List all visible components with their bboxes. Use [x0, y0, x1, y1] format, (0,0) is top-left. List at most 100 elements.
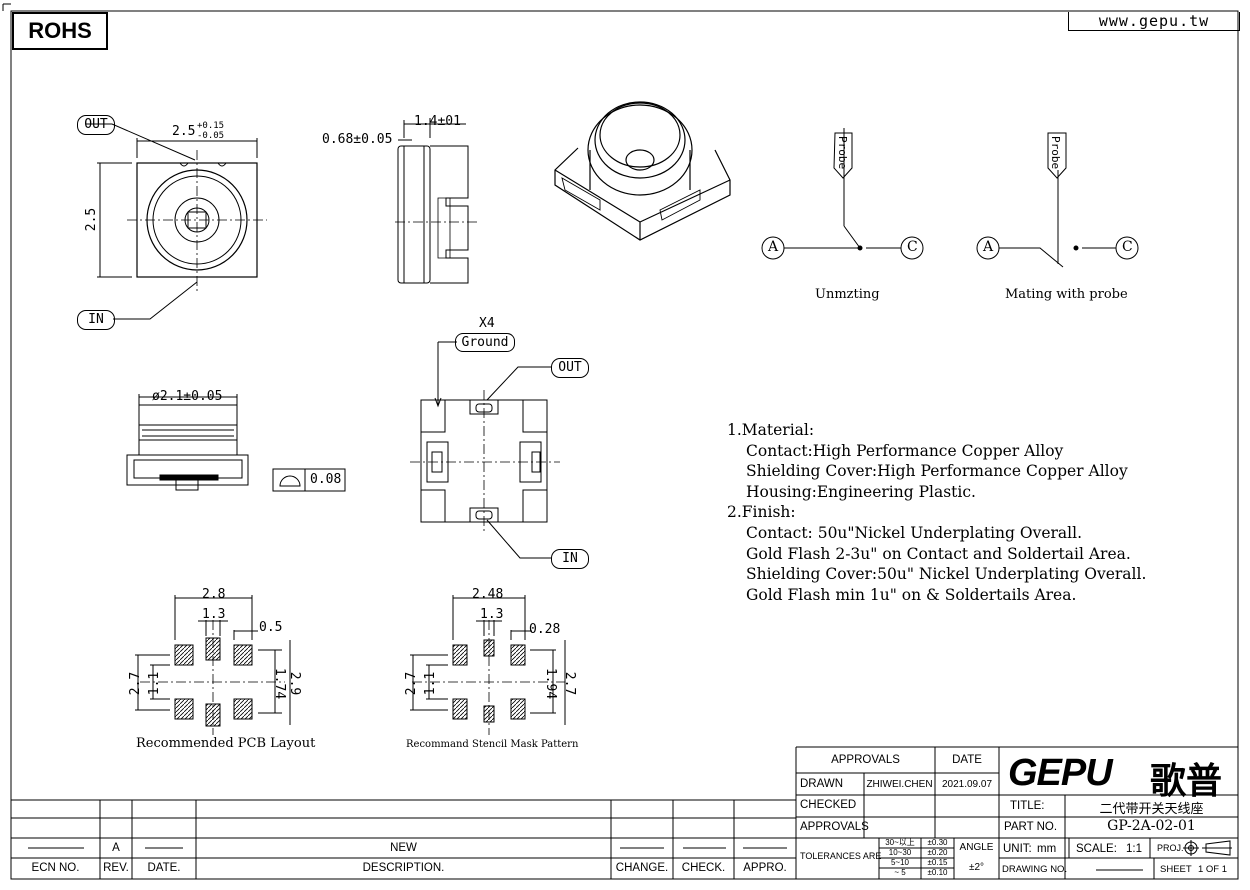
- sheet-label: SHEET: [1160, 864, 1192, 875]
- part-no-value: GP-2A-02-01: [1107, 818, 1196, 834]
- scale-label: SCALE:: [1076, 843, 1117, 855]
- unit-label: UNIT:: [1003, 843, 1032, 855]
- note-line: Contact: 50u"Nickel Underplating Overall…: [746, 523, 1083, 542]
- ground-callout: Ground: [455, 333, 515, 352]
- stencil-dim-2.7: 2.7: [404, 671, 420, 696]
- note-line: Contact:High Performance Copper Alloy: [746, 441, 1064, 460]
- note-line: 2.Finish:: [727, 503, 796, 522]
- ground-count: X4: [479, 316, 495, 331]
- ecn-header: ECN NO.: [31, 862, 80, 874]
- title-label: TITLE:: [1010, 800, 1045, 812]
- note-line: Gold Flash min 1u" on & Soldertails Area…: [746, 585, 1077, 604]
- note-line: Housing:Engineering Plastic.: [746, 482, 976, 501]
- pcb-dim-1.3: 1.3: [202, 607, 226, 622]
- terminal-a-2: A: [983, 239, 994, 255]
- company-logo: GEPU: [1008, 752, 1113, 794]
- iso-view: [554, 101, 731, 241]
- tol-value: ±0.10: [927, 868, 948, 877]
- drawn-by: ZHIWEI.CHEN: [866, 779, 933, 790]
- bottom-view: [410, 341, 560, 559]
- note-line: Shielding Cover:50u" Nickel Underplating…: [746, 565, 1147, 584]
- stencil-dim-1.1: 1.1: [423, 671, 439, 696]
- tol-range: ~ 5: [894, 868, 906, 877]
- unmating-caption: Unmzting: [815, 287, 880, 302]
- title-block-lines: [796, 746, 1238, 879]
- approvals-header: APPROVALS: [831, 754, 900, 766]
- terminal-c-2: C: [1122, 239, 1133, 255]
- part-no-label: PART NO.: [1004, 821, 1058, 833]
- checked-label: CHECKED: [800, 799, 857, 811]
- change-header: CHANGE.: [615, 862, 669, 874]
- tol-value: ±0.30: [927, 838, 948, 847]
- angle-value: ±2°: [968, 862, 985, 873]
- projection-symbol-icon: [1183, 840, 1232, 856]
- front-diameter-dim: ø2.1±0.05: [152, 389, 223, 404]
- title-value: 二代带开关天线座: [1099, 802, 1204, 817]
- stencil-dim-1.94: 1.94: [543, 667, 559, 700]
- in-callout-top: IN: [77, 310, 115, 330]
- date-header: DATE.: [147, 862, 181, 874]
- unit-value: mm: [1037, 843, 1057, 855]
- drawn-label: DRAWN: [800, 778, 844, 790]
- sheet-border: [10, 10, 1239, 880]
- proj-label: PROJ.: [1157, 843, 1184, 853]
- scale-value: 1:1: [1126, 843, 1142, 855]
- rev-header: REV.: [103, 862, 129, 874]
- description-value: NEW: [390, 842, 417, 854]
- tolerances-label: TOLERANCES ARE: [800, 851, 882, 861]
- pcb-dim-2.9: 2.9: [287, 671, 303, 696]
- sheet-value: 1 OF 1: [1198, 864, 1228, 875]
- terminal-a-1: A: [768, 239, 779, 255]
- drawing-no-label: DRAWING NO.: [1002, 864, 1068, 875]
- tol-value: ±0.15: [927, 858, 948, 867]
- company-logo-zh: 歌普: [1150, 761, 1223, 802]
- top-width-tol-minus: -0.05: [197, 131, 225, 141]
- front-view: [126, 394, 346, 492]
- schematic: [761, 128, 1139, 268]
- side-thickness-dim: 0.68±0.05: [322, 132, 393, 147]
- pcb-dim-0.5: 0.5: [259, 620, 283, 635]
- mating-caption: Mating with probe: [1005, 287, 1128, 302]
- tol-value: ±0.20: [927, 848, 948, 857]
- tol-range: 5~10: [890, 858, 910, 867]
- terminal-c-1: C: [907, 239, 918, 255]
- approvals-label: APPROVALS: [800, 821, 869, 833]
- top-height-dim: 2.5: [84, 207, 100, 232]
- out-callout-top: OUT: [77, 115, 115, 135]
- tol-range: 10~30: [888, 848, 912, 857]
- in-callout-bottom: IN: [551, 549, 589, 569]
- probe-label-1: Probe: [836, 136, 849, 170]
- pcb-dim-1.74: 1.74: [272, 667, 288, 700]
- top-width-tol-plus: +0.15: [197, 121, 225, 131]
- out-callout-bottom: OUT: [551, 358, 589, 378]
- note-line: 1.Material:: [727, 421, 815, 439]
- note-line: Gold Flash 2-3u" on Contact and Solderta…: [746, 544, 1131, 563]
- pcb-layout-caption: Recommended PCB Layout: [136, 736, 316, 751]
- pcb-dim-2.8: 2.8: [202, 587, 226, 602]
- note-line: Shielding Cover:High Performance Copper …: [746, 462, 1128, 481]
- angle-label: ANGLE: [959, 842, 994, 853]
- date-header-tb: DATE: [952, 754, 982, 766]
- stencil-dim-1.3: 1.3: [480, 607, 504, 622]
- stencil-dim-2.7b: 2.7: [562, 671, 578, 696]
- appro-header: APPRO.: [743, 862, 787, 874]
- side-height-dim: 1.4±01: [414, 114, 461, 129]
- top-view: [86, 123, 267, 320]
- pcb-dim-1.1: 1.1: [147, 671, 163, 696]
- stencil-dim-0.28: 0.28: [529, 622, 561, 637]
- top-width-dim: 2.5: [172, 124, 196, 139]
- tol-range: 30~以上: [885, 838, 915, 847]
- website-link[interactable]: www.gepu.tw: [1068, 12, 1240, 31]
- probe-label-2: Probe: [1049, 136, 1062, 170]
- stencil-dim-2.48: 2.48: [472, 587, 504, 602]
- stencil-caption: Recommand Stencil Mask Pattern: [406, 739, 579, 750]
- description-header: DESCRIPTION.: [362, 862, 445, 874]
- pcb-layout: [135, 595, 291, 735]
- drawn-date: 2021.09.07: [941, 779, 993, 790]
- rohs-mark: ROHS: [12, 12, 108, 50]
- flatness-value: 0.08: [310, 472, 342, 487]
- check-header: CHECK.: [681, 862, 726, 874]
- spec-notes: 1.Material: Contact:High Performance Cop…: [727, 420, 1146, 605]
